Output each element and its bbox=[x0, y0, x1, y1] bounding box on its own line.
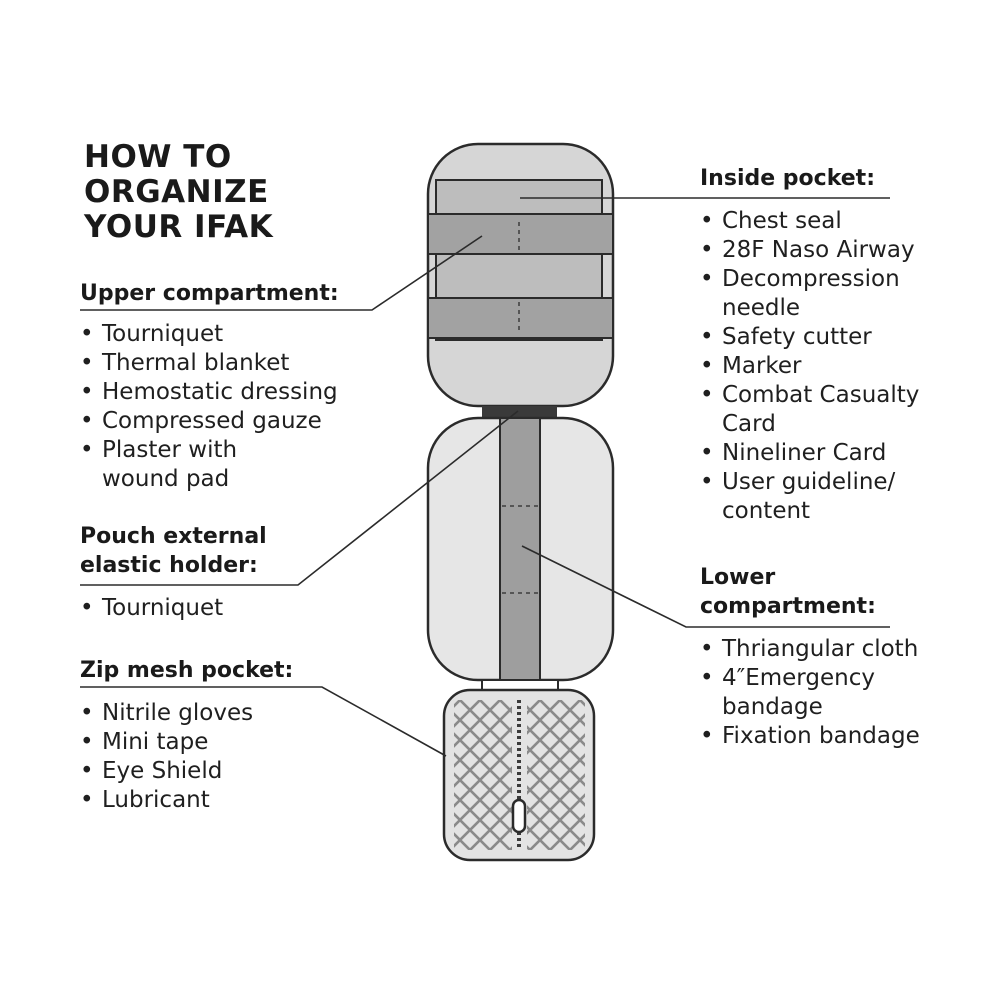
list-item: Tourniquet bbox=[80, 320, 338, 349]
list-item: Fixation bandage bbox=[700, 722, 920, 751]
list-item-text: Marker bbox=[722, 353, 802, 379]
list-item: User guideline/content bbox=[700, 468, 919, 526]
lower-compartment bbox=[426, 416, 615, 682]
list-item: Marker bbox=[700, 352, 919, 381]
list-item-text: 4″Emergency bbox=[722, 665, 875, 691]
title-line: YOUR IFAK bbox=[84, 209, 274, 245]
inside-heading-text: Inside pocket: bbox=[700, 166, 875, 191]
list-item: Safety cutter bbox=[700, 323, 919, 352]
list-item: Decompression needle bbox=[700, 265, 919, 323]
upper-compartment bbox=[426, 142, 615, 408]
list-item-text: Eye Shield bbox=[102, 758, 223, 784]
list-item-text: Fixation bandage bbox=[722, 723, 920, 749]
list-item: Thriangular cloth bbox=[700, 635, 920, 664]
list-item-text: Decompression bbox=[722, 266, 900, 292]
list-item-text: Card bbox=[722, 411, 776, 437]
list-item-text: Mini tape bbox=[102, 729, 209, 755]
mesh-right bbox=[527, 700, 585, 850]
list-item-text: content bbox=[722, 498, 811, 524]
upper-compartment-list: Tourniquet Thermal blanket Hemostatic dr… bbox=[80, 320, 338, 494]
list-item-text: Hemostatic dressing bbox=[102, 379, 338, 405]
list-item: Tourniquet bbox=[80, 594, 223, 623]
list-item-text: 28F Naso Airway bbox=[722, 237, 915, 263]
mesh-heading-text: Zip mesh pocket: bbox=[80, 658, 294, 683]
list-item-text: Plaster with bbox=[102, 437, 238, 463]
mesh-left bbox=[454, 700, 512, 850]
leader-upper bbox=[80, 235, 483, 311]
list-item-text: Safety cutter bbox=[722, 324, 872, 350]
upper-strap-2 bbox=[427, 297, 614, 339]
list-item-text: Compressed gauze bbox=[102, 408, 322, 434]
connector-band bbox=[482, 406, 557, 418]
zipper-pull-icon bbox=[511, 798, 527, 834]
leader-lower bbox=[521, 545, 890, 628]
zip-mesh-pocket-heading: Zip mesh pocket: bbox=[80, 656, 293, 685]
leader-elastic bbox=[80, 410, 519, 586]
list-item: Nineliner Card bbox=[700, 439, 919, 468]
title-line: ORGANIZE bbox=[84, 174, 269, 210]
list-item-text: Thermal blanket bbox=[102, 350, 290, 376]
list-item: Plaster with wound pad bbox=[80, 436, 338, 494]
lower-compartment-heading: Lower compartment: bbox=[700, 563, 876, 621]
title-line: HOW TO bbox=[84, 139, 232, 175]
list-item: Eye Shield bbox=[80, 757, 253, 786]
inside-pocket-heading: Inside pocket: bbox=[700, 164, 875, 193]
upper-heading-text: Upper compartment: bbox=[80, 281, 339, 306]
list-item: Hemostatic dressing bbox=[80, 378, 338, 407]
lower-vertical-strap bbox=[499, 417, 541, 681]
list-item-text: Nineliner Card bbox=[722, 440, 887, 466]
list-item: 28F Naso Airway bbox=[700, 236, 919, 265]
lower-heading-text: Lower bbox=[700, 565, 776, 590]
list-item-text: User guideline/ bbox=[722, 469, 896, 495]
list-item-text: Nitrile gloves bbox=[102, 700, 254, 726]
lower-compartment-list: Thriangular cloth 4″Emergency bandage Fix… bbox=[700, 635, 920, 751]
elastic-heading-text: Pouch external bbox=[80, 524, 267, 549]
list-item-text: Combat Casualty bbox=[722, 382, 920, 408]
elastic-holder-list: Tourniquet bbox=[80, 594, 223, 623]
list-item: 4″Emergency bandage bbox=[700, 664, 920, 722]
upper-compartment-heading: Upper compartment: bbox=[80, 279, 339, 308]
list-item-text: Lubricant bbox=[102, 787, 210, 813]
elastic-heading-text: elastic holder: bbox=[80, 553, 258, 578]
list-item: Lubricant bbox=[80, 786, 253, 815]
list-item-text: bandage bbox=[722, 694, 823, 720]
list-item-text: Thriangular cloth bbox=[722, 636, 919, 662]
list-item-text: Tourniquet bbox=[102, 595, 224, 621]
zip-mesh-pocket-list: Nitrile gloves Mini tape Eye Shield Lubr… bbox=[80, 699, 253, 815]
list-item: Compressed gauze bbox=[80, 407, 338, 436]
lower-heading-text: compartment: bbox=[700, 594, 876, 619]
leader-lines bbox=[80, 197, 890, 757]
mesh-connector bbox=[481, 679, 559, 691]
elastic-holder-heading: Pouch external elastic holder: bbox=[80, 522, 267, 580]
leader-mesh bbox=[80, 686, 447, 757]
zip-mesh-pocket bbox=[442, 688, 596, 862]
list-item: Thermal blanket bbox=[80, 349, 338, 378]
list-item: Nitrile gloves bbox=[80, 699, 253, 728]
page-title: HOW TO ORGANIZE YOUR IFAK bbox=[84, 140, 273, 245]
list-item-text: needle bbox=[722, 295, 801, 321]
list-item-text: wound pad bbox=[102, 466, 230, 492]
upper-strap-1 bbox=[427, 213, 614, 255]
list-item-text: Chest seal bbox=[722, 208, 842, 234]
list-item: Chest seal bbox=[700, 207, 919, 236]
inside-pocket-list: Chest seal 28F Naso Airway Decompression… bbox=[700, 207, 919, 526]
list-item-text: Tourniquet bbox=[102, 321, 224, 347]
list-item: Mini tape bbox=[80, 728, 253, 757]
